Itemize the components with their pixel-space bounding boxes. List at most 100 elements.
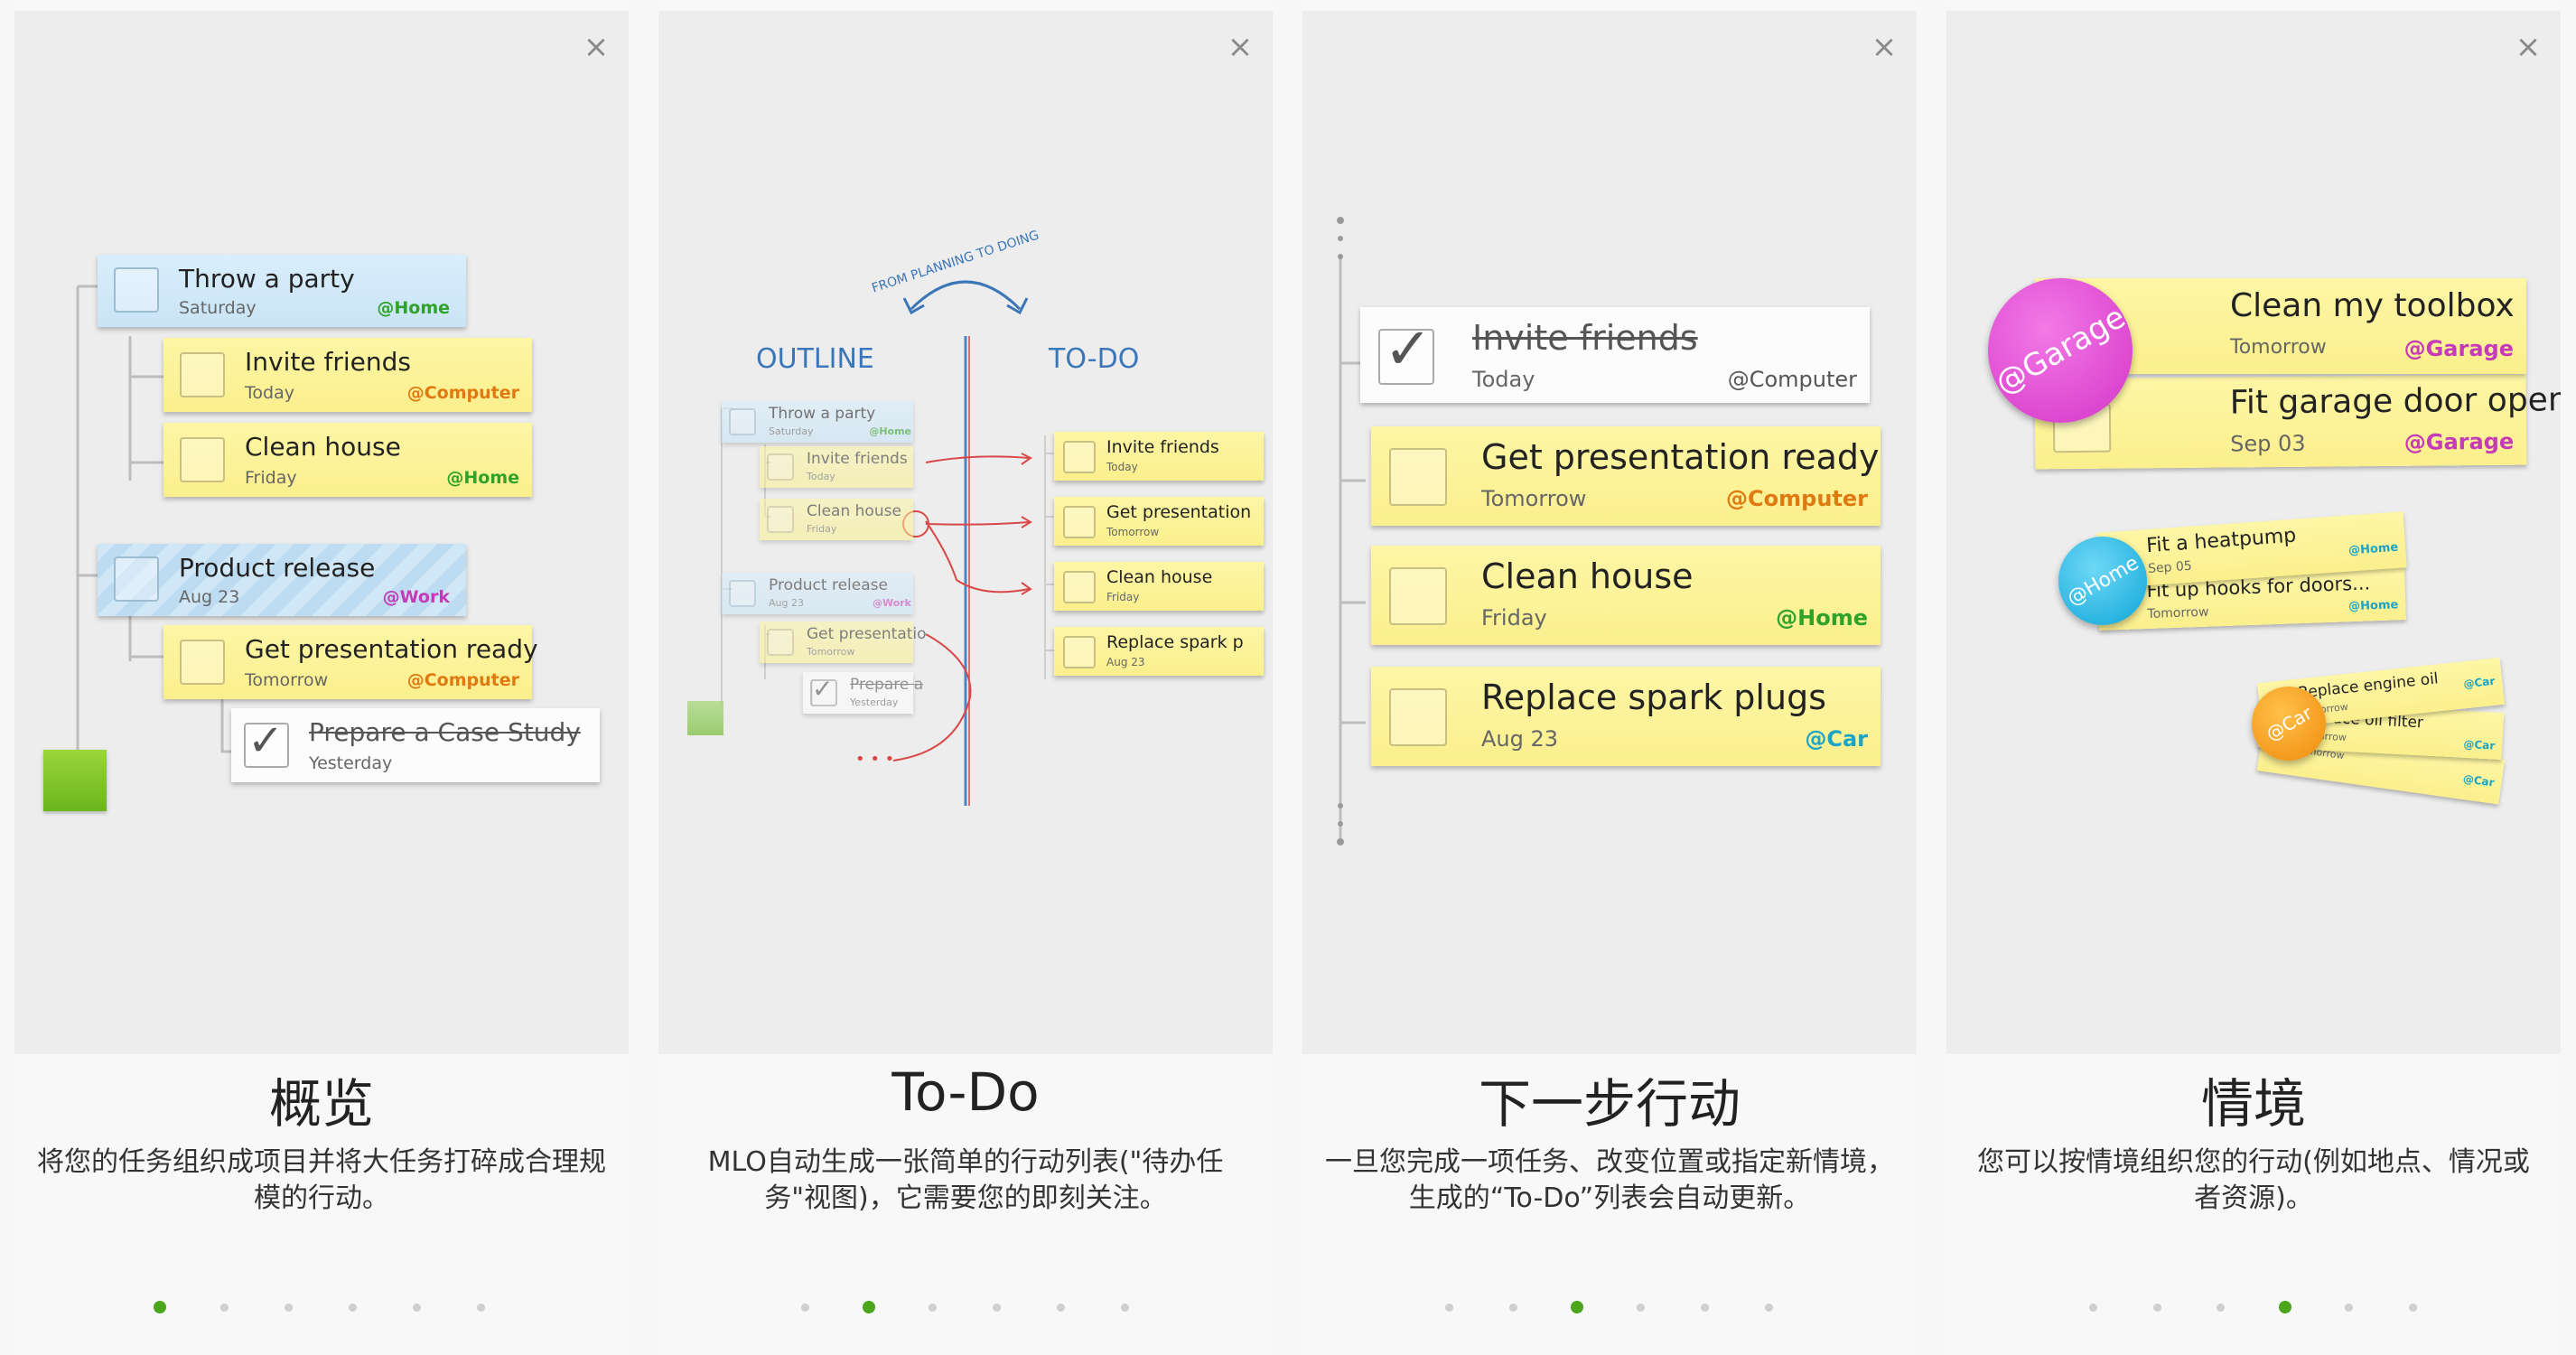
task-checkbox[interactable]: [114, 556, 159, 602]
task-date: Today: [1472, 367, 1535, 392]
task-date: Aug 23: [179, 587, 240, 607]
task-title: Invite friends: [245, 347, 411, 377]
task-date: Today: [245, 383, 294, 403]
task-date: Friday: [245, 468, 297, 488]
page-dot[interactable]: [413, 1304, 421, 1312]
task-date: Friday: [1481, 605, 1547, 631]
page-dot-active[interactable]: [154, 1301, 166, 1313]
task-title: Get presentation ready: [245, 634, 538, 664]
page-title: 概览: [268, 1073, 374, 1135]
close-icon[interactable]: ×: [2515, 29, 2542, 65]
task-context: @Home: [1776, 605, 1868, 631]
task-title: Throw a party: [179, 264, 355, 294]
page-dot[interactable]: [220, 1304, 229, 1312]
page-dot[interactable]: [349, 1304, 357, 1312]
green-project-square: [43, 750, 107, 811]
page-dot[interactable]: [1057, 1304, 1065, 1312]
task-title: Get presentation ready: [1481, 437, 1880, 477]
close-icon[interactable]: ×: [1871, 29, 1898, 65]
illustration-overview: × Throw a party Saturday @Home Invite fr…: [14, 11, 629, 1054]
onboarding-panel-contexts: × Fit garage door opener Sep 03 @Garage …: [1946, 0, 2561, 1355]
page-dot-active[interactable]: [2279, 1301, 2291, 1313]
task-card-replace-spark-plugs[interactable]: Replace spark plugs Aug 23 @Car: [1371, 667, 1881, 766]
outline-card-clean-house: Clean house Friday: [760, 499, 913, 540]
page-dot[interactable]: [2089, 1304, 2097, 1312]
task-context: @Work: [382, 587, 450, 607]
task-checkbox[interactable]: [1389, 688, 1447, 746]
task-checkbox-checked[interactable]: [1378, 329, 1434, 385]
page-title: 情境: [2200, 1073, 2306, 1135]
task-title: Prepare a Case Study: [309, 717, 581, 747]
page-title: To-Do: [891, 1061, 1040, 1123]
outline-card-get-presentation: Get presentatio Tomorrow: [760, 621, 927, 663]
task-checkbox[interactable]: [180, 437, 225, 482]
task-context: @Computer: [1726, 486, 1868, 511]
todo-card-get-presentation[interactable]: Get presentation Tomorrow: [1054, 497, 1264, 546]
page-indicator: [1946, 1299, 2561, 1317]
page-dot[interactable]: [285, 1304, 293, 1312]
task-card-get-presentation-ready[interactable]: Get presentation ready Tomorrow @Compute…: [163, 625, 538, 699]
onboarding-panel-overview: × Throw a party Saturday @Home Invite fr…: [14, 0, 629, 1355]
context-badge-garage[interactable]: @Garage: [1988, 278, 2133, 423]
task-card-product-release[interactable]: Product release Aug 23 @Work: [98, 544, 466, 616]
task-title: Product release: [179, 553, 376, 583]
page-dot[interactable]: [993, 1304, 1001, 1312]
todo-card-invite-friends[interactable]: Invite friends Today: [1054, 432, 1264, 481]
page-dot[interactable]: [1765, 1304, 1773, 1312]
todo-card-clean-house[interactable]: Clean house Friday: [1054, 562, 1264, 611]
task-checkbox[interactable]: [180, 640, 225, 685]
checkmark-icon: ✓: [1384, 316, 1433, 383]
task-checkbox[interactable]: [1389, 567, 1447, 625]
page-dot[interactable]: [1121, 1304, 1129, 1312]
page-dot[interactable]: [801, 1304, 809, 1312]
task-context: @Computer: [406, 383, 519, 403]
ellipsis: • • •: [855, 750, 895, 769]
outline-card-product-release: Product release Aug 23 @Work: [722, 573, 913, 614]
task-card-invite-friends-done[interactable]: ✓ Invite friends Today @Computer: [1360, 307, 1870, 403]
task-card-throw-a-party[interactable]: Throw a party Saturday @Home: [98, 255, 466, 327]
task-checkbox[interactable]: [180, 352, 225, 397]
page-dot[interactable]: [2409, 1304, 2417, 1312]
page-dot[interactable]: [2153, 1304, 2161, 1312]
page-dot[interactable]: [477, 1304, 485, 1312]
task-card-get-presentation-ready[interactable]: Get presentation ready Tomorrow @Compute…: [1371, 426, 1881, 526]
task-date: Tomorrow: [245, 670, 329, 690]
outline-card-invite-friends: Invite friends Today: [760, 446, 913, 488]
outline-label: OUTLINE: [756, 343, 874, 375]
page-dot[interactable]: [929, 1304, 937, 1312]
page-description: 一旦您完成一项任务、改变位置或指定新情境，生成的“To-Do”列表会自动更新。: [1325, 1146, 1894, 1214]
task-date: Yesterday: [309, 753, 393, 773]
context-badge-home[interactable]: @Home: [2058, 537, 2147, 625]
page-description: 您可以按情境组织您的行动(例如地点、情况或者资源)。: [1977, 1146, 2530, 1214]
task-card-clean-house[interactable]: Clean house Friday @Home: [1371, 546, 1881, 645]
illustration-next-actions: × ✓ Invite friends Today @Computer Get p…: [1302, 11, 1917, 1054]
task-title: Clean house: [245, 432, 401, 462]
task-card-prepare-case-study[interactable]: ✓ Prepare a Case Study Yesterday: [231, 708, 600, 782]
task-checkbox[interactable]: [114, 267, 159, 313]
page-dot[interactable]: [1509, 1304, 1517, 1312]
task-context: @Computer: [1727, 367, 1857, 392]
page-dot-active[interactable]: [863, 1301, 875, 1313]
todo-card-replace-spark[interactable]: Replace spark p Aug 23: [1054, 627, 1264, 676]
page-dot[interactable]: [2217, 1304, 2225, 1312]
task-context: @Car: [1805, 726, 1868, 752]
task-card-clean-house[interactable]: Clean house Friday @Home: [163, 423, 532, 497]
task-date: Tomorrow: [1481, 486, 1587, 511]
page-dot-active[interactable]: [1571, 1301, 1583, 1313]
page-dot[interactable]: [1637, 1304, 1645, 1312]
task-date: Aug 23: [1481, 726, 1559, 752]
close-icon[interactable]: ×: [583, 29, 610, 65]
task-checkbox-checked[interactable]: [244, 723, 289, 768]
onboarding-panel-todo: × FROM PLANNING TO DOING OUTLINE TO-DO T…: [658, 0, 1273, 1355]
page-dot[interactable]: [2345, 1304, 2353, 1312]
page-dot[interactable]: [1701, 1304, 1709, 1312]
context-badge-car[interactable]: @Car: [2252, 687, 2326, 761]
task-context: @Computer: [406, 670, 519, 690]
page-dot[interactable]: [1445, 1304, 1453, 1312]
task-context: @Home: [377, 298, 450, 318]
todo-label: TO-DO: [1049, 343, 1140, 375]
task-checkbox[interactable]: [1389, 448, 1447, 506]
close-icon[interactable]: ×: [1227, 29, 1254, 65]
task-card-invite-friends[interactable]: Invite friends Today @Computer: [163, 338, 532, 412]
checkmark-icon: ✓: [247, 715, 285, 766]
